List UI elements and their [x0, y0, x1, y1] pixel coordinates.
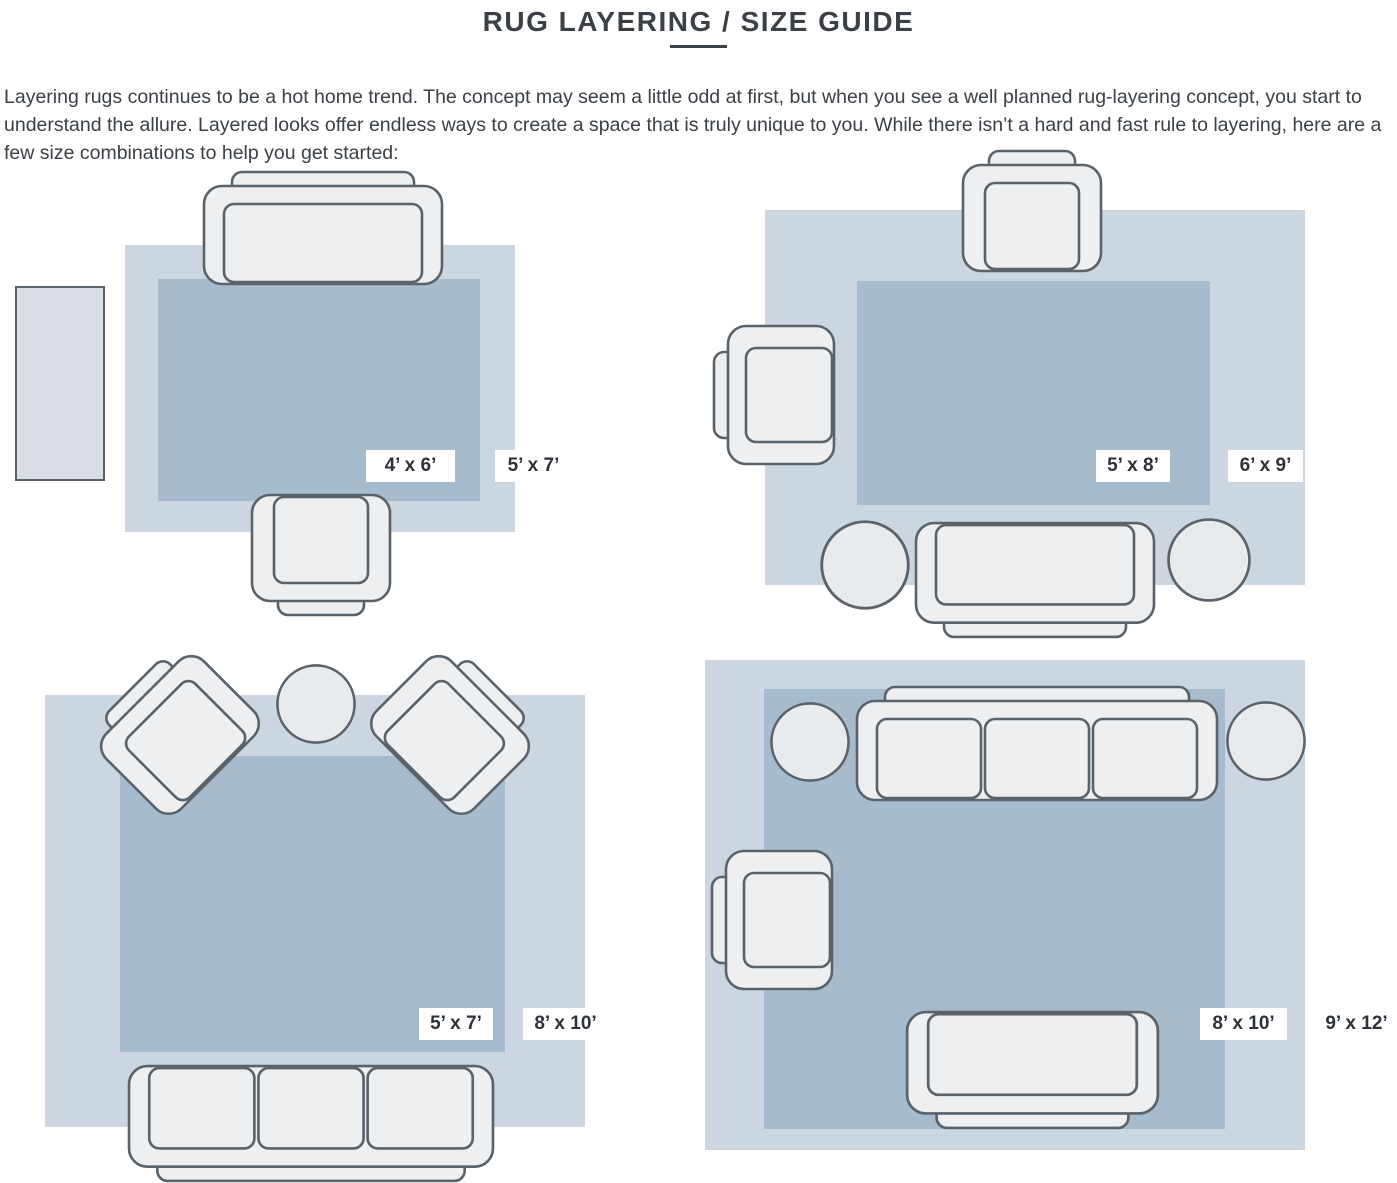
outer-rug-size-label: 9’ x 12’ [1316, 1008, 1397, 1040]
title-divider [670, 45, 727, 48]
outer-rug-size-label: 5’ x 7’ [495, 450, 572, 482]
outer-rug-size-label: 8’ x 10’ [523, 1008, 608, 1040]
side-table [15, 286, 105, 481]
armchair [710, 849, 834, 991]
intro-paragraph: Layering rugs continues to be a hot home… [4, 86, 1382, 164]
inner-rug-size-label: 5’ x 7’ [419, 1008, 493, 1040]
round-table [769, 701, 851, 783]
inner-rug-size-label: 4’ x 6’ [366, 450, 455, 482]
outer-rug-size-label: 6’ x 9’ [1228, 450, 1303, 482]
inner-rug-size-label: 5’ x 8’ [1096, 450, 1170, 482]
inner-rug-size-label: 8’ x 10’ [1200, 1008, 1287, 1040]
sofa [855, 685, 1219, 802]
sofa [905, 1010, 1160, 1130]
round-table [1225, 700, 1307, 782]
page-title: RUG LAYERING / SIZE GUIDE [482, 6, 915, 37]
